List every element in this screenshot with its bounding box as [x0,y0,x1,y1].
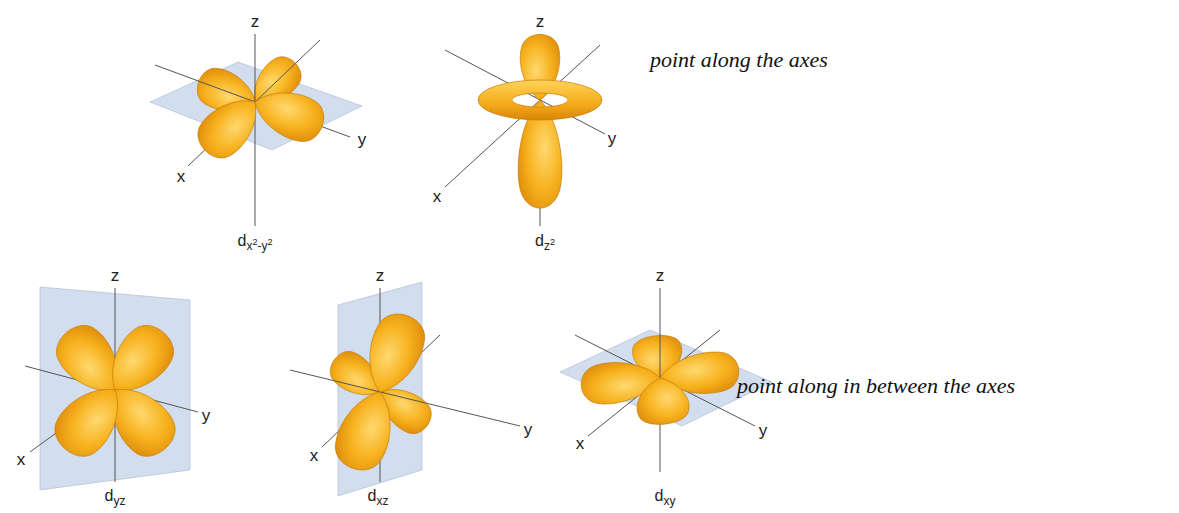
lobe [356,307,431,401]
xy-plane [150,62,362,150]
axis-label: z [251,13,260,32]
lobe [328,383,403,477]
axis-label: y [358,131,367,150]
lobe [45,373,135,466]
axis-label: z [656,267,665,286]
axis-label: z [111,267,120,286]
axis-label: z [376,267,385,286]
axis-label: y [202,407,211,426]
dz2-orbital [445,34,605,226]
orbital-name: dx2-y2 [238,232,273,253]
axis-label: y [524,421,533,440]
axis-label: y [759,422,768,441]
z-axis [255,34,256,226]
y-axis [575,335,755,426]
annotation: point along in between the axes [737,374,1015,398]
orbital-name: dxz [368,487,389,508]
axis-label: x [177,168,186,187]
axis-label: x [576,435,585,454]
y-axis [290,370,520,426]
annotation: point along the axes [650,48,828,72]
torus [478,80,602,120]
lobe [189,86,270,167]
lobe [247,81,330,148]
axis-label: y [608,130,617,149]
orbital-name: dyz [105,487,126,508]
orbital-name: dz2 [535,232,555,253]
lobe [634,375,691,427]
dx2y2-orbital [150,34,362,226]
orbital-name: dxy [655,487,676,508]
yz-plane [40,287,190,490]
axis-label: x [433,188,442,207]
axis-label: x [17,451,26,470]
dyz-orbital [25,287,198,490]
dxz-orbital [290,282,520,496]
axis-label: z [536,13,545,32]
axis-label: x [310,447,319,466]
